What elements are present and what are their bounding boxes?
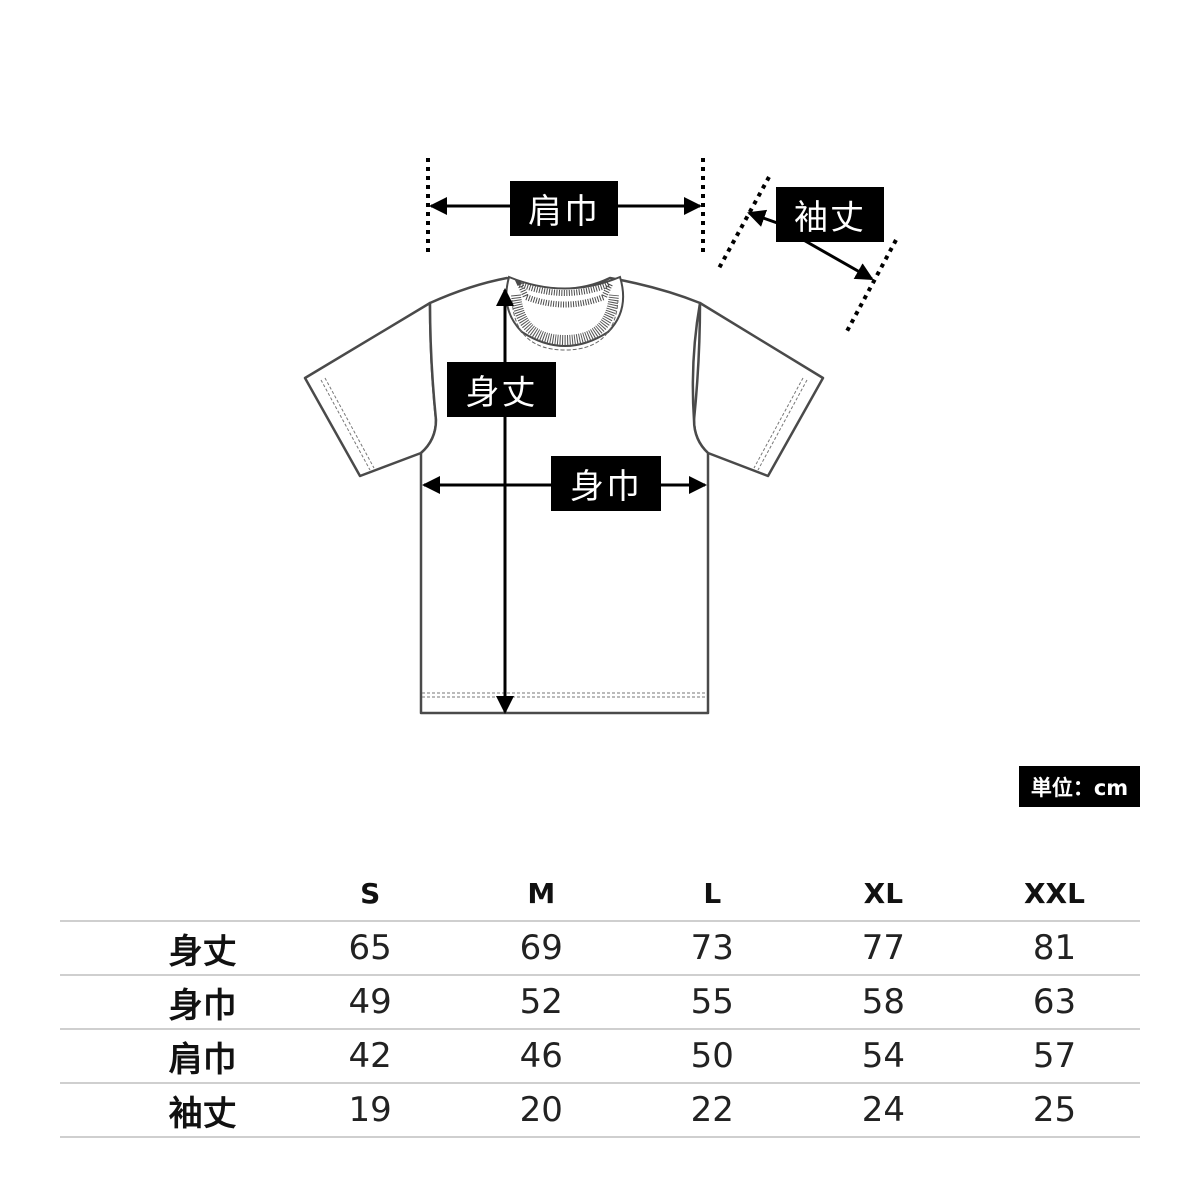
table-cell: 49 (284, 975, 456, 1030)
body-length-label: 身丈 (447, 362, 556, 417)
header-size-xl: XL (797, 866, 969, 922)
table-row: 袖丈 19 20 22 24 25 (60, 1083, 1140, 1138)
row-label-shoulder-width: 肩巾 (60, 1029, 285, 1084)
table-cell: 24 (797, 1083, 969, 1138)
size-chart-table: S M L XL XXL 身丈 65 69 73 77 81 身巾 49 52 … (60, 866, 1140, 1138)
table-cell: 22 (626, 1083, 798, 1138)
table-row: 身巾 49 52 55 58 63 (60, 975, 1140, 1030)
table-row: 肩巾 42 46 50 54 57 (60, 1029, 1140, 1084)
table-cell: 20 (455, 1083, 627, 1138)
table-cell: 63 (968, 975, 1140, 1030)
table-cell: 73 (626, 921, 798, 976)
table-cell: 65 (284, 921, 456, 976)
row-label-sleeve-length: 袖丈 (60, 1083, 285, 1138)
row-label-body-width: 身巾 (60, 975, 285, 1030)
table-header-row: S M L XL XXL (60, 866, 1140, 922)
table-cell: 81 (968, 921, 1140, 976)
table-cell: 46 (455, 1029, 627, 1084)
header-size-l: L (626, 866, 798, 922)
shoulder-width-label: 肩巾 (510, 181, 618, 236)
table-cell: 54 (797, 1029, 969, 1084)
table-cell: 55 (626, 975, 798, 1030)
table-cell: 57 (968, 1029, 1140, 1084)
table-cell: 42 (284, 1029, 456, 1084)
table-cell: 77 (797, 921, 969, 976)
header-size-xxl: XXL (968, 866, 1140, 922)
body-width-label: 身巾 (551, 456, 661, 511)
row-label-body-length: 身丈 (60, 921, 285, 976)
header-size-m: M (455, 866, 627, 922)
table-cell: 25 (968, 1083, 1140, 1138)
header-size-s: S (284, 866, 456, 922)
tshirt-outline-icon (303, 158, 898, 715)
table-cell: 58 (797, 975, 969, 1030)
table-cell: 50 (626, 1029, 798, 1084)
table-cell: 69 (455, 921, 627, 976)
tshirt-size-diagram: 肩巾 袖丈 身丈 身巾 (303, 158, 898, 715)
sleeve-length-label: 袖丈 (776, 187, 884, 242)
table-row: 身丈 65 69 73 77 81 (60, 921, 1140, 976)
unit-badge: 単位：cm (1019, 766, 1140, 807)
header-empty (60, 866, 285, 922)
table-cell: 52 (455, 975, 627, 1030)
table-cell: 19 (284, 1083, 456, 1138)
